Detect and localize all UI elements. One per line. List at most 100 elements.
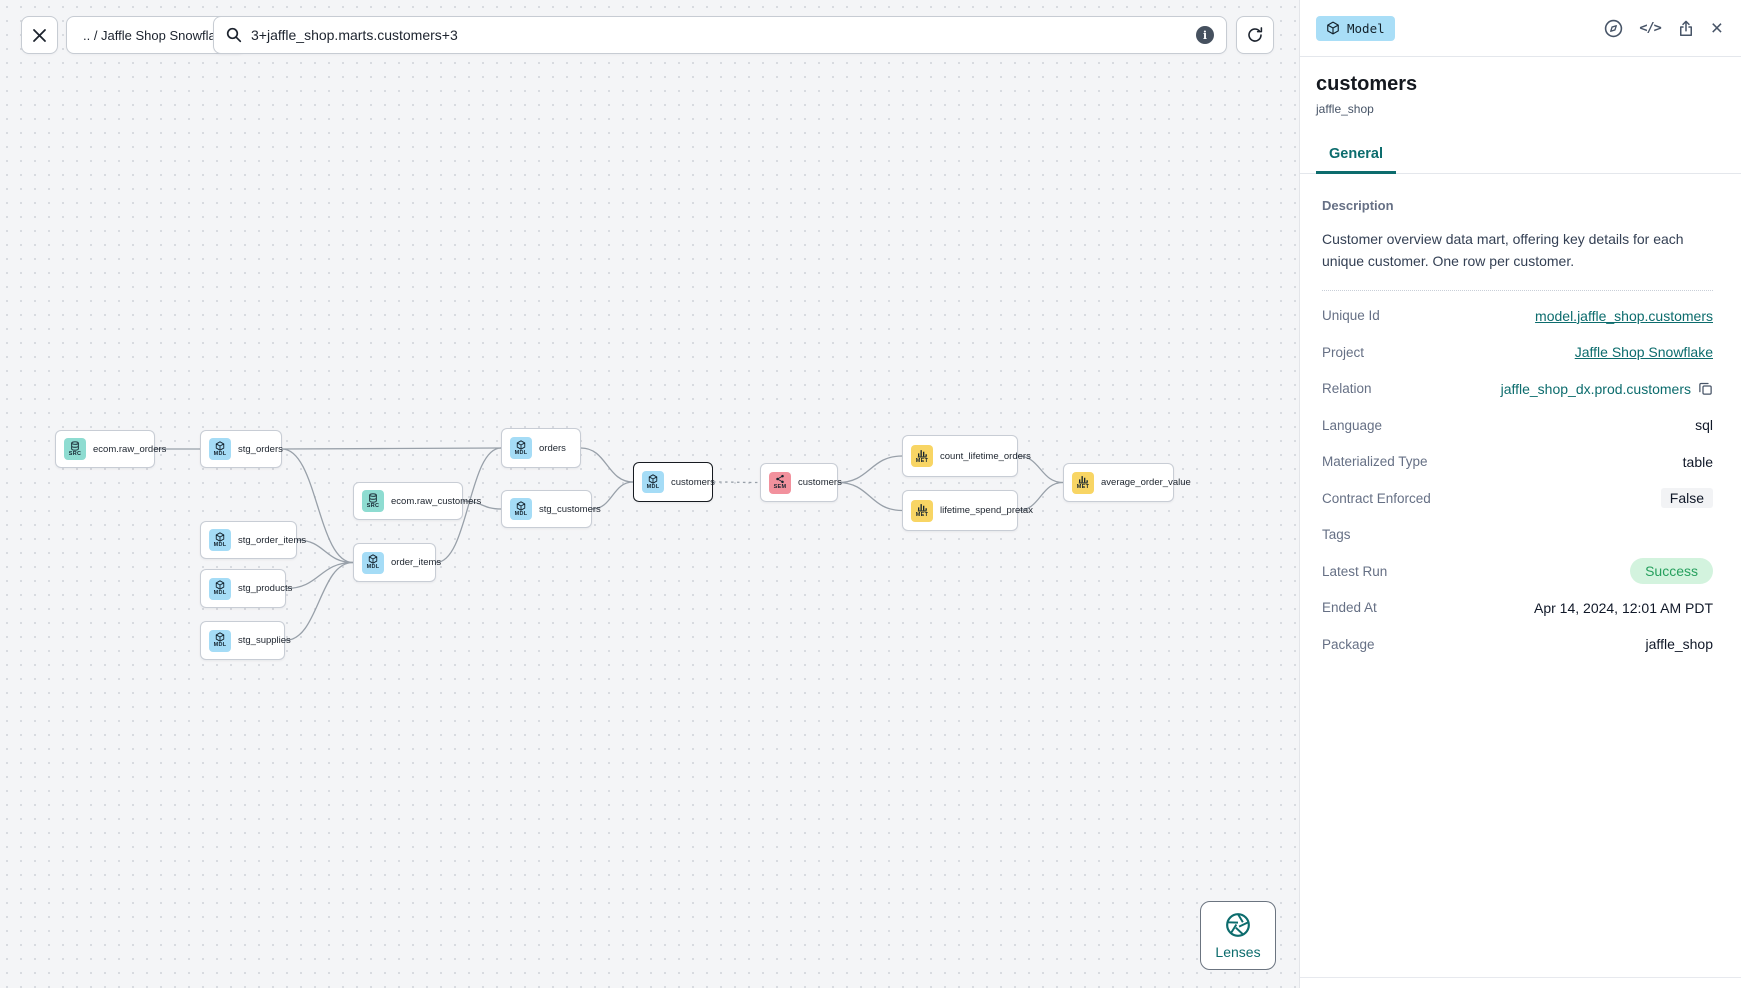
node-label: ecom.raw_customers: [391, 495, 482, 507]
detail-row-contract-enforced: Contract Enforced False: [1322, 480, 1713, 517]
detail-label: Contract Enforced: [1322, 490, 1431, 506]
node-label: ecom.raw_orders: [93, 443, 167, 455]
model-icon: MDL: [510, 498, 532, 520]
panel-header-icons: </> ×: [1604, 18, 1723, 39]
resource-type-badge: Model: [1316, 15, 1395, 41]
detail-label: Unique Id: [1322, 308, 1380, 324]
contract-chip: False: [1660, 488, 1713, 509]
detail-link[interactable]: Jaffle Shop Snowflake: [1574, 344, 1713, 361]
node-label: stg_customers: [539, 503, 601, 515]
graph-node-stg_customers[interactable]: MDL stg_customers: [501, 490, 601, 528]
detail-link[interactable]: model.jaffle_shop.customers: [1535, 307, 1713, 324]
node-label: lifetime_spend_pretax: [940, 505, 1033, 516]
lenses-label: Lenses: [1215, 943, 1261, 960]
info-icon[interactable]: i: [1196, 26, 1214, 44]
node-label: stg_products: [238, 583, 293, 594]
detail-label: Relation: [1322, 381, 1372, 397]
node-label: stg_order_items: [238, 534, 307, 546]
model-icon: MDL: [362, 551, 384, 574]
detail-label: Project: [1322, 344, 1365, 360]
close-lineage-button[interactable]: [21, 16, 58, 54]
lens-aperture-icon: [1226, 912, 1250, 937]
share-icon[interactable]: [1677, 19, 1695, 38]
status-badge: Success: [1630, 558, 1713, 585]
node-label: average_order_value: [1101, 477, 1191, 488]
model-icon: MDL: [209, 529, 231, 551]
source-icon: SRC: [64, 438, 86, 460]
graph-node-stg_order_items[interactable]: MDL stg_order_items: [200, 521, 306, 559]
graph-node-customers_sem[interactable]: SEM customers: [760, 463, 842, 502]
refresh-icon: [1248, 27, 1263, 42]
metric-icon: MET: [1072, 471, 1094, 494]
page-title: customers: [1316, 73, 1418, 95]
description-text: Customer overview data mart, offering ke…: [1322, 231, 1684, 269]
model-cube-icon: [1327, 21, 1339, 35]
lineage-search-bar: i: [213, 16, 1227, 54]
resource-type-label: Model: [1347, 20, 1385, 36]
panel-header: Model </> ×: [1300, 0, 1741, 57]
graph-node-order_items[interactable]: MDL order_items: [353, 543, 441, 582]
refresh-button[interactable]: [1236, 16, 1274, 54]
detail-label: Package: [1322, 636, 1375, 652]
node-label: customers: [671, 476, 715, 488]
close-icon: [33, 28, 46, 42]
detail-label: Ended At: [1322, 600, 1377, 616]
description-label: Description: [1322, 198, 1394, 213]
detail-row-project: Project Jaffle Shop Snowflake: [1322, 334, 1713, 371]
semantic-icon: SEM: [769, 471, 791, 494]
node-label: order_items: [391, 557, 442, 568]
graph-node-average_order_value[interactable]: MET average_order_value: [1063, 463, 1191, 502]
search-icon: [226, 27, 242, 43]
detail-label: Tags: [1322, 527, 1351, 543]
node-label: orders: [539, 442, 566, 454]
metric-icon: MET: [911, 499, 933, 522]
graph-node-ecom_raw_orders[interactable]: SRC ecom.raw_orders: [55, 430, 166, 468]
tab-general[interactable]: General: [1316, 138, 1396, 174]
details-panel: Model </> × customers jaffle_shop Genera…: [1300, 0, 1741, 988]
source-icon: SRC: [362, 490, 384, 512]
model-icon: MDL: [209, 577, 231, 600]
lineage-edges: [155, 447, 1064, 642]
panel-title-block: customers jaffle_shop: [1300, 57, 1741, 116]
metric-icon: MET: [911, 445, 933, 467]
detail-row-tags: Tags: [1322, 516, 1713, 553]
detail-row-latest-run: Latest Run Success: [1322, 553, 1713, 590]
code-icon[interactable]: </>: [1639, 20, 1661, 36]
project-subtitle: jaffle_shop: [1316, 102, 1374, 116]
node-label: count_lifetime_orders: [940, 450, 1031, 462]
close-panel-icon[interactable]: ×: [1710, 16, 1723, 40]
model-icon: MDL: [209, 629, 231, 652]
graph-node-count_lifetime_orders[interactable]: MET count_lifetime_orders: [902, 435, 1031, 477]
node-label: stg_supplies: [238, 635, 291, 646]
detail-row-unique-id: Unique Id model.jaffle_shop.customers: [1322, 297, 1713, 334]
graph-node-stg_products[interactable]: MDL stg_products: [200, 569, 292, 608]
panel-content: Description Customer overview data mart,…: [1300, 174, 1741, 662]
selector-search-input[interactable]: [251, 27, 1187, 43]
node-label: customers: [798, 477, 842, 488]
model-icon: MDL: [642, 471, 664, 493]
divider: [1300, 977, 1741, 978]
explore-compass-icon[interactable]: [1604, 19, 1623, 38]
graph-node-customers[interactable]: MDL customers: [633, 462, 715, 502]
divider: [1322, 290, 1713, 292]
graph-node-stg_supplies[interactable]: MDL stg_supplies: [200, 621, 291, 660]
graph-node-lifetime_spend_pretax[interactable]: MET lifetime_spend_pretax: [902, 490, 1033, 531]
graph-node-ecom_raw_customers[interactable]: SRC ecom.raw_customers: [353, 482, 481, 520]
copy-icon[interactable]: [1698, 381, 1713, 396]
panel-tabs: General: [1300, 138, 1741, 174]
detail-label: Materialized Type: [1322, 454, 1428, 470]
detail-label: Latest Run: [1322, 563, 1388, 579]
lenses-button[interactable]: Lenses: [1200, 901, 1276, 970]
detail-label: Language: [1322, 417, 1383, 433]
model-icon: MDL: [209, 438, 231, 460]
graph-node-stg_orders[interactable]: MDL stg_orders: [200, 430, 283, 468]
node-label: stg_orders: [238, 443, 283, 455]
